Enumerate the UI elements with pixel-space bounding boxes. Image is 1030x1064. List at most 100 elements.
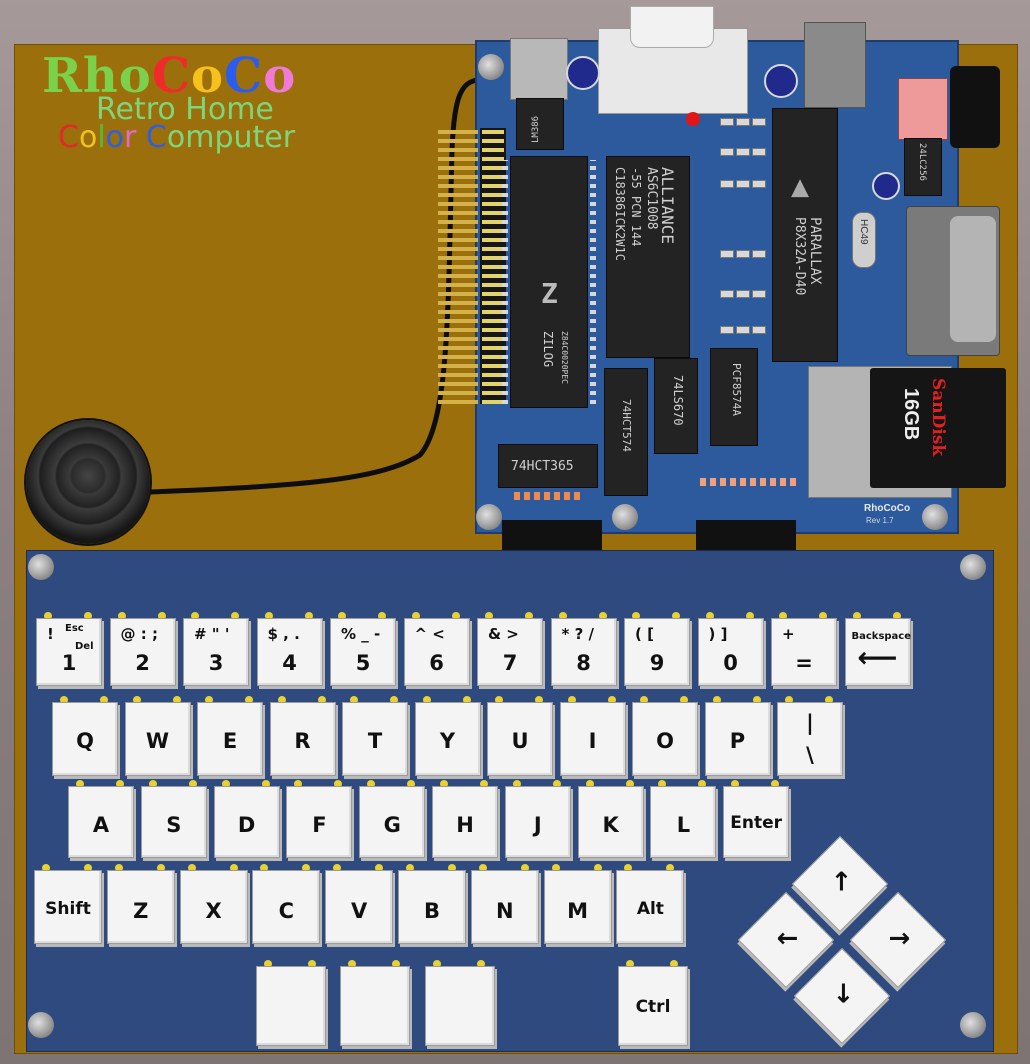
solder-pad [390, 696, 398, 704]
74hct574-chip: 74HCT574 [604, 368, 648, 496]
solder-pad [585, 780, 594, 788]
key-row3-9[interactable]: Enter [723, 786, 790, 858]
key-row3-7[interactable]: K [577, 786, 644, 858]
solder-pad [625, 780, 634, 788]
solder-pad [42, 864, 50, 872]
key-label: M [567, 899, 589, 923]
arrow-left-icon: ← [776, 923, 799, 954]
key-label: S [166, 813, 182, 837]
solder-pad [462, 696, 471, 704]
key-row3-1[interactable]: S [140, 786, 207, 858]
mounting-screw [922, 504, 948, 530]
serial-connector-shell [950, 216, 996, 342]
solder-pad [520, 864, 529, 872]
logo-letter: o [118, 48, 152, 104]
power-jack[interactable] [950, 66, 1000, 148]
solder-pad [229, 864, 238, 872]
solder-pad [698, 780, 707, 788]
solder-pad [100, 696, 108, 704]
capacitor [566, 56, 600, 90]
key-row5-1[interactable] [340, 966, 410, 1046]
solder-pad [705, 612, 714, 620]
key-label: 0 [723, 651, 738, 675]
key-row3-5[interactable]: H [432, 786, 498, 858]
key-row4-4[interactable]: V [325, 870, 394, 944]
key-row2-1[interactable]: W [124, 702, 191, 776]
key-row4-7[interactable]: M [543, 870, 612, 944]
solder-pad [752, 696, 761, 704]
key-row2-4[interactable]: T [342, 702, 408, 776]
key-row2-6[interactable]: U [487, 702, 553, 776]
key-label: K [602, 813, 619, 837]
power-switch-body [898, 78, 948, 140]
key-row5-3[interactable]: Ctrl [618, 966, 688, 1046]
key-label: R [294, 729, 311, 753]
key-row3-2[interactable]: D [213, 786, 280, 858]
key-row2-9[interactable]: P [704, 702, 771, 776]
solder-pad [852, 612, 861, 620]
key-row4-1[interactable]: Z [106, 870, 175, 944]
mounting-screw [960, 554, 986, 580]
key-row1-2[interactable]: # " '3 [183, 618, 249, 686]
key-row3-0[interactable]: A [68, 786, 134, 858]
key-row1-5[interactable]: ^ <6 [403, 618, 470, 686]
key-row2-7[interactable]: I [559, 702, 626, 776]
solder-pad [607, 696, 616, 704]
key-row4-6[interactable]: N [470, 870, 539, 944]
smd-row [700, 478, 796, 486]
key-row3-4[interactable]: G [359, 786, 426, 858]
logo-letter: R [42, 48, 83, 104]
key-row5-2[interactable] [425, 966, 495, 1046]
key-row3-6[interactable]: J [504, 786, 571, 858]
pcb-board-rev: Rev 1.7 [866, 516, 894, 525]
key-row1-4[interactable]: % _ -5 [330, 618, 396, 686]
parallax-logo-icon: ▲ [791, 169, 810, 204]
logo-letter: l [97, 120, 106, 155]
solder-pad [892, 612, 901, 620]
key-label: U [511, 729, 529, 753]
key-row1-7[interactable]: * ? /8 [550, 618, 617, 686]
key-row3-3[interactable]: F [286, 786, 353, 858]
z80-pins-right [590, 160, 596, 404]
key-row2-8[interactable]: O [632, 702, 698, 776]
key-label: ) ] [708, 625, 728, 643]
key-label: Alt [636, 899, 664, 919]
key-label: G [383, 813, 401, 837]
solder-pad [666, 864, 675, 872]
key-row3-8[interactable]: L [650, 786, 717, 858]
key-row2-5[interactable]: Y [414, 702, 481, 776]
key-label: 8 [576, 651, 591, 675]
key-row1-11[interactable]: Backspace⟵ [844, 618, 911, 686]
solder-pad [367, 780, 376, 788]
key-row1-10[interactable]: += [771, 618, 837, 686]
key-row1-8[interactable]: ( [9 [624, 618, 690, 686]
key-row4-2[interactable]: X [179, 870, 248, 944]
solder-pad [302, 864, 311, 872]
sd-card[interactable]: SanDisk 16GB [870, 368, 1006, 488]
key-row2-10[interactable]: |\ [777, 702, 843, 776]
key-row4-0[interactable]: Shift [34, 870, 102, 944]
key-row5-0[interactable] [256, 966, 326, 1046]
logo-subtitle-line1: Retro Home [96, 92, 274, 127]
key-row1-6[interactable]: & >7 [477, 618, 543, 686]
key-label: E [222, 729, 238, 753]
logo-letter: o [191, 48, 225, 104]
solder-pad [422, 696, 431, 704]
key-row2-2[interactable]: E [197, 702, 263, 776]
key-row4-3[interactable]: C [252, 870, 321, 944]
key-row2-3[interactable]: R [269, 702, 336, 776]
solder-pad [552, 780, 561, 788]
key-row4-8[interactable]: Alt [616, 870, 685, 944]
key-row4-5[interactable]: B [398, 870, 466, 944]
key-row1-1[interactable]: @ : ;2 [109, 618, 176, 686]
solder-pad [334, 780, 343, 788]
key-row1-9[interactable]: ) ] 0 [697, 618, 764, 686]
arrow-down-icon: ↓ [832, 979, 855, 1010]
key-row2-0[interactable]: Q [52, 702, 118, 776]
led-red [686, 112, 700, 126]
key-row1-3[interactable]: $ , .4 [256, 618, 323, 686]
logo-subtitle-line2: Color Computer [58, 120, 295, 155]
solder-pad [187, 864, 196, 872]
lm386-chip: LM386 [516, 98, 564, 150]
